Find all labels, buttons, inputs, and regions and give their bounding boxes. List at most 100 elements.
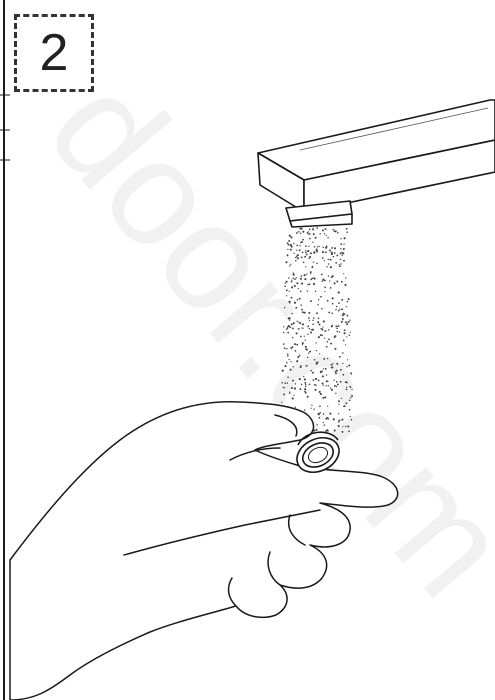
- water-droplet: [348, 430, 350, 433]
- water-droplet: [342, 247, 345, 251]
- water-droplet: [335, 305, 338, 308]
- water-droplet: [339, 258, 342, 261]
- water-droplet: [305, 266, 307, 268]
- water-droplet: [301, 344, 304, 346]
- water-droplet: [318, 416, 321, 419]
- water-droplet: [336, 362, 339, 365]
- water-droplet: [316, 227, 319, 229]
- water-droplet: [322, 326, 324, 328]
- water-droplet: [299, 322, 302, 325]
- water-droplet: [290, 245, 293, 248]
- water-droplet: [325, 246, 328, 249]
- water-droplet: [308, 283, 311, 286]
- water-droplet: [298, 321, 300, 323]
- water-droplet: [320, 273, 323, 276]
- water-droplet: [343, 273, 345, 275]
- water-droplet: [317, 336, 320, 339]
- water-droplet: [307, 325, 310, 328]
- water-droplet: [299, 290, 302, 293]
- water-droplet: [302, 238, 304, 241]
- water-droplet: [297, 327, 300, 330]
- water-droplet: [320, 295, 322, 298]
- water-droplet: [331, 312, 334, 315]
- water-droplet: [315, 342, 317, 344]
- water-droplet: [287, 317, 290, 320]
- water-droplet: [284, 382, 287, 385]
- water-droplet: [346, 323, 349, 325]
- water-droplet: [304, 250, 307, 252]
- water-droplet: [313, 250, 315, 253]
- water-droplet: [308, 327, 311, 330]
- water-droplet: [310, 278, 313, 281]
- water-droplet: [287, 376, 289, 379]
- water-droplet: [298, 297, 301, 300]
- water-droplet: [305, 251, 307, 254]
- water-droplet: [317, 379, 320, 382]
- water-droplet: [327, 237, 329, 239]
- water-droplet: [304, 385, 307, 388]
- water-droplet: [306, 356, 309, 358]
- water-droplet: [318, 323, 321, 326]
- water-droplet: [319, 411, 322, 414]
- water-droplet: [286, 382, 289, 384]
- water-droplet: [284, 387, 286, 389]
- water-droplet: [304, 339, 306, 341]
- water-droplet: [309, 252, 312, 255]
- water-droplet: [339, 380, 342, 383]
- water-droplet: [325, 374, 328, 376]
- water-droplet: [347, 320, 350, 324]
- water-droplet: [283, 326, 285, 328]
- water-droplet: [287, 325, 290, 328]
- water-droplet: [345, 306, 347, 308]
- water-droplet: [340, 397, 343, 399]
- water-droplet: [329, 266, 332, 269]
- water-droplet: [349, 386, 352, 388]
- water-droplet: [300, 282, 304, 285]
- water-droplet: [338, 264, 341, 266]
- water-droplet: [296, 232, 298, 234]
- water-droplet: [344, 283, 347, 287]
- water-droplet: [295, 277, 297, 279]
- water-droplet: [336, 254, 339, 257]
- water-droplet: [305, 245, 307, 247]
- water-droplet: [327, 405, 329, 407]
- water-droplet: [346, 366, 348, 368]
- water-droplet: [324, 330, 326, 332]
- water-droplet: [326, 266, 328, 268]
- water-droplet: [314, 377, 318, 381]
- water-droplet: [312, 379, 315, 381]
- water-droplet: [326, 357, 329, 360]
- water-droplet: [291, 336, 294, 339]
- water-droplet: [286, 254, 289, 257]
- water-droplet: [326, 429, 329, 431]
- water-droplet: [322, 396, 325, 399]
- water-droplet: [344, 381, 347, 384]
- water-droplet: [321, 257, 324, 259]
- water-droplet: [287, 355, 289, 357]
- water-droplet: [332, 274, 334, 277]
- water-droplet: [299, 232, 302, 235]
- water-droplet: [300, 241, 302, 244]
- water-droplet: [294, 278, 296, 281]
- water-droplet: [300, 383, 303, 386]
- water-droplet: [290, 361, 292, 363]
- water-droplet: [328, 311, 331, 314]
- water-droplet: [304, 388, 307, 391]
- water-droplet: [322, 246, 325, 249]
- water-droplet: [331, 302, 334, 305]
- water-droplet: [308, 352, 310, 354]
- water-droplet: [302, 261, 305, 264]
- water-droplet: [349, 397, 352, 399]
- water-droplet: [292, 273, 295, 276]
- water-droplet: [305, 348, 308, 351]
- water-droplet: [325, 385, 327, 387]
- water-droplet: [345, 227, 348, 230]
- water-droplet: [296, 320, 298, 322]
- water-droplet: [340, 368, 342, 371]
- water-droplet: [301, 323, 305, 326]
- water-droplet: [303, 375, 305, 378]
- water-droplet: [337, 325, 340, 327]
- water-droplet: [287, 353, 289, 355]
